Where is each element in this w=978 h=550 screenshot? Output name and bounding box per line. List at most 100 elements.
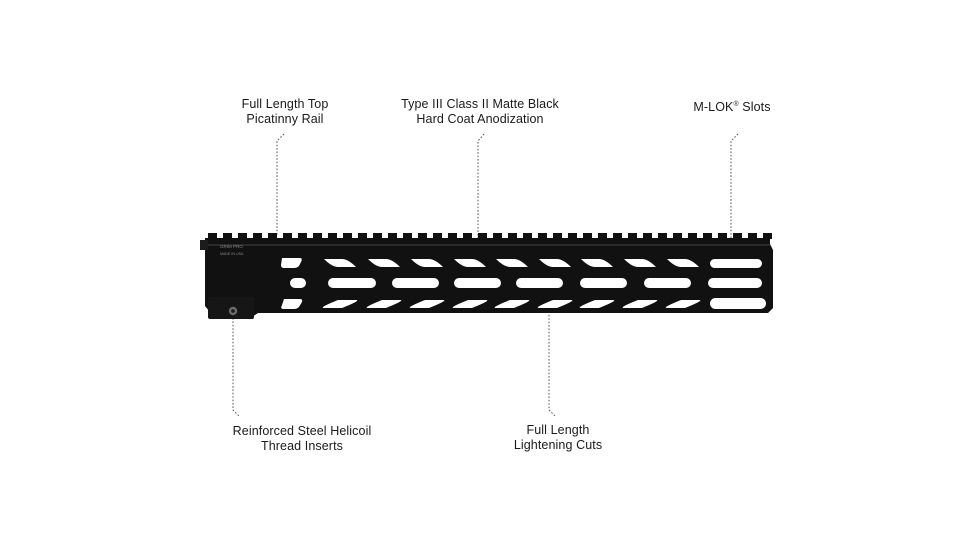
rail-tooth	[418, 233, 427, 239]
lightening-cut-top	[324, 259, 356, 267]
lightening-cut-bottom	[452, 300, 488, 308]
rail-tooth	[343, 233, 352, 239]
rail-tooth	[613, 233, 622, 239]
lightening-cut-top	[454, 259, 486, 267]
rail-tooth	[388, 233, 397, 239]
lightening-cut-top	[411, 259, 443, 267]
lightening-cut-top	[624, 259, 656, 267]
rail-tooth	[448, 233, 457, 239]
rail-tooth	[643, 233, 652, 239]
rail-tooth	[313, 233, 322, 239]
lightening-cut-top	[368, 259, 400, 267]
rail-tooth	[568, 233, 577, 239]
callout-anodization-line2: Hard Coat Anodization	[416, 112, 544, 126]
mlok-slot-middle	[328, 278, 376, 288]
rail-tooth	[538, 233, 547, 239]
mlok-slot-middle	[644, 278, 691, 288]
rail-tooth	[583, 233, 592, 239]
rail-tooth	[703, 233, 712, 239]
callout-helicoil-line1: Reinforced Steel Helicoil	[232, 424, 372, 438]
mlok-slot-middle	[392, 278, 439, 288]
lightening-cut-bottom	[579, 300, 615, 308]
rail-tooth	[223, 233, 232, 239]
picatinny-rail	[208, 233, 772, 239]
rail-tooth	[748, 233, 757, 239]
leader-anodization	[477, 133, 485, 238]
rail-tooth	[733, 233, 742, 239]
rail-tooth	[283, 233, 292, 239]
lightening-cut-bottom	[281, 299, 303, 309]
lightening-cut-bottom	[665, 300, 701, 308]
mlok-slot-end	[710, 298, 767, 309]
rail-tooth	[238, 233, 247, 239]
callout-mlok-suffix: Slots	[738, 100, 771, 115]
rail-tooth	[208, 233, 217, 239]
callout-mlok-registered-mark: ®	[733, 101, 739, 108]
callout-lightening: Full Length Lightening Cuts	[488, 423, 628, 453]
rail-base	[205, 238, 770, 245]
mlok-slot-middle	[290, 278, 306, 288]
rail-tooth	[598, 233, 607, 239]
rail-tooth	[763, 233, 772, 239]
leader-mlok	[730, 133, 739, 285]
callout-mlok: M-LOK® Slots	[682, 97, 782, 115]
callout-helicoil: Reinforced Steel Helicoil Thread Inserts	[212, 424, 392, 454]
rail-tooth	[328, 233, 337, 239]
rail-tooth	[508, 233, 517, 239]
rail-tooth	[358, 233, 367, 239]
lightening-cuts	[281, 258, 767, 309]
callout-top-rail-line2: Picatinny Rail	[246, 112, 324, 126]
mlok-slot-middle	[516, 278, 563, 288]
mlok-slot-end	[710, 259, 762, 268]
lightening-cut-top	[581, 259, 613, 267]
lightening-cut-bottom	[366, 300, 402, 308]
leader-lines	[232, 133, 739, 418]
callout-anodization-line1: Type III Class II Matte Black	[401, 97, 559, 111]
barrel-nut-collar	[200, 240, 208, 250]
rail-tooth	[373, 233, 382, 239]
rail-tooth	[628, 233, 637, 239]
lightening-cut-top	[667, 259, 699, 267]
rail-tooth	[493, 233, 502, 239]
lightening-cut-bottom	[409, 300, 445, 308]
leader-top-rail	[276, 133, 285, 236]
lightening-cut-bottom	[537, 300, 573, 308]
callout-mlok-text: M-LOK	[693, 100, 734, 115]
rail-tooth	[658, 233, 667, 239]
mlok-slot-middle	[708, 278, 762, 288]
callout-lightening-line2: Lightening Cuts	[513, 438, 603, 452]
mlok-slot-middle	[454, 278, 501, 288]
lightening-cut-bottom	[622, 300, 658, 308]
lightening-cut-bottom	[494, 300, 530, 308]
lightening-cut-top	[496, 259, 528, 267]
leader-helicoil	[232, 318, 241, 418]
rail-tooth	[253, 233, 262, 239]
rail-tooth	[403, 233, 412, 239]
callout-mlok-line: M-LOK® Slots	[682, 97, 782, 115]
rail-tooth	[688, 233, 697, 239]
callout-lightening-line1: Full Length	[526, 423, 590, 437]
rail-tooth	[553, 233, 562, 239]
engraving-brand: GRIM PRO	[220, 244, 243, 249]
callout-top-rail-line1: Full Length Top	[241, 97, 329, 111]
rail-tooth	[298, 233, 307, 239]
callout-helicoil-line2: Thread Inserts	[261, 439, 343, 453]
rail-tooth	[463, 233, 472, 239]
callout-anodization: Type III Class II Matte Black Hard Coat …	[380, 97, 580, 127]
helicoil-screw-center	[231, 309, 235, 313]
rail-tooth	[478, 233, 487, 239]
lightening-cut-top	[281, 258, 302, 268]
rail-tooth	[268, 233, 277, 239]
rail-tooth	[673, 233, 682, 239]
rail-tooth	[523, 233, 532, 239]
rail-tooth	[718, 233, 727, 239]
lightening-cut-top	[539, 259, 571, 267]
mlok-slot-middle	[580, 278, 627, 288]
leader-lightening	[548, 308, 557, 418]
lightening-cut-bottom	[322, 300, 358, 308]
callout-top-rail: Full Length Top Picatinny Rail	[225, 97, 345, 127]
tube-highlight	[205, 244, 770, 246]
engraving-origin: MADE IN USA	[220, 252, 244, 256]
rail-tooth	[433, 233, 442, 239]
